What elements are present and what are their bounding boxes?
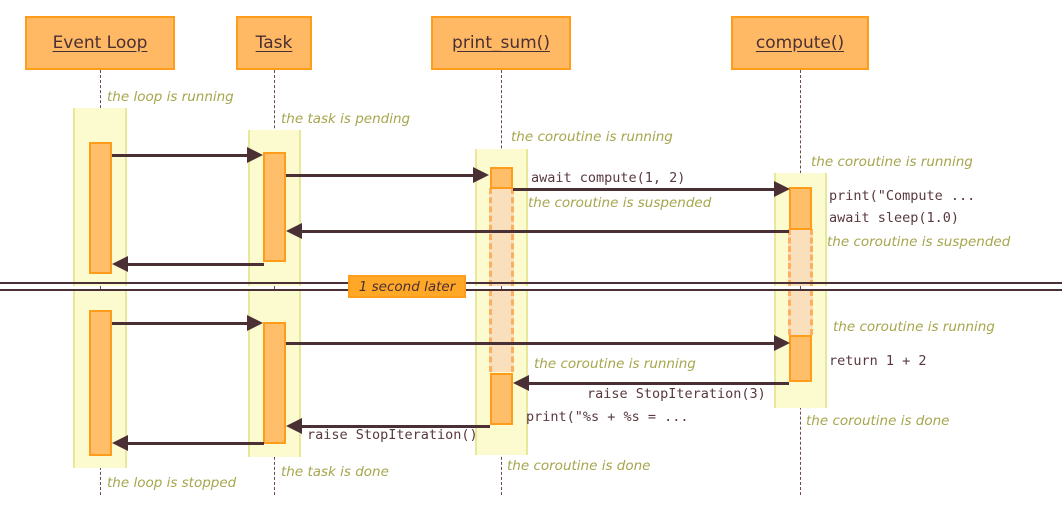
arrowhead-printsum-to-task-2 <box>286 418 302 434</box>
participant-print-sum[interactable]: print_sum() <box>431 16 571 70</box>
arrowhead-compute-to-task-1 <box>286 223 302 239</box>
note-task-done: the task is done <box>281 464 389 480</box>
arrow-line-compute-to-task-1 <box>298 230 789 233</box>
arrow-line-printsum-to-task-2 <box>298 425 490 428</box>
activation-print-sum-1 <box>490 167 513 189</box>
arrow-line-loop-to-task-2 <box>112 322 254 325</box>
divider-line-bottom <box>0 289 1062 291</box>
arrow-line-printsum-to-compute-1 <box>513 188 778 191</box>
activation-compute-1 <box>789 187 812 230</box>
code-return-sum: return 1 + 2 <box>829 353 927 369</box>
note-printsum-running-1: the coroutine is running <box>511 129 673 145</box>
suspended-bar-printsum-2 <box>489 290 514 372</box>
note-compute-running-1: the coroutine is running <box>811 154 973 170</box>
note-printsum-running-2: the coroutine is running <box>534 356 696 372</box>
arrowhead-loop-to-task-2 <box>247 315 263 331</box>
participant-event-loop[interactable]: Event Loop <box>25 16 175 70</box>
participant-task[interactable]: Task <box>236 16 312 70</box>
code-await-compute: await compute(1, 2) <box>531 170 686 186</box>
participant-label-task: Task <box>255 33 293 53</box>
suspended-bar-compute-2 <box>788 290 813 335</box>
activation-event-loop-2 <box>89 310 112 456</box>
activation-task-1 <box>263 152 286 262</box>
note-compute-suspended: the coroutine is suspended <box>827 234 1011 250</box>
divider-box: 1 second later <box>348 275 466 298</box>
code-raise-stop: raise StopIteration() <box>307 427 478 443</box>
arrow-line-task-to-compute-2 <box>286 342 778 345</box>
note-compute-running-2: the coroutine is running <box>833 319 995 335</box>
code-raise-stop-3: raise StopIteration(3) <box>587 386 766 402</box>
code-print-compute: print("Compute ... <box>829 188 976 204</box>
arrow-line-compute-to-printsum-2 <box>525 382 789 385</box>
suspended-bar-printsum-1 <box>489 188 514 286</box>
arrowhead-task-to-loop-1 <box>112 256 128 272</box>
code-print-result: print("%s + %s = ... <box>526 409 689 425</box>
code-await-sleep: await sleep(1.0) <box>829 210 960 226</box>
arrow-line-task-to-loop-2 <box>124 442 264 445</box>
activation-print-sum-2 <box>490 373 513 425</box>
divider-line-top <box>0 282 1062 284</box>
participant-label-print-sum: print_sum() <box>452 33 550 53</box>
participant-label-event-loop: Event Loop <box>52 33 148 53</box>
arrowhead-task-to-loop-2 <box>112 435 128 451</box>
note-loop-stopped: the loop is stopped <box>107 475 237 491</box>
note-loop-running: the loop is running <box>107 89 234 105</box>
activation-compute-2 <box>789 335 812 382</box>
arrowhead-task-to-compute-2 <box>774 335 790 351</box>
arrowhead-compute-to-printsum-2 <box>513 375 529 391</box>
arrowhead-task-to-printsum-1 <box>473 167 489 183</box>
suspended-bar-compute-1 <box>788 229 813 286</box>
note-task-pending: the task is pending <box>281 111 411 127</box>
participant-label-compute: compute() <box>755 33 845 53</box>
note-printsum-suspended: the coroutine is suspended <box>528 195 712 211</box>
note-printsum-done: the coroutine is done <box>507 458 651 474</box>
arrowhead-loop-to-task-1 <box>247 147 263 163</box>
arrow-line-task-to-loop-1 <box>124 263 264 266</box>
arrow-line-loop-to-task-1 <box>112 154 254 157</box>
arrowhead-printsum-to-compute-1 <box>774 181 790 197</box>
activation-event-loop-1 <box>89 142 112 274</box>
activation-task-2 <box>263 322 286 444</box>
arrow-line-task-to-printsum-1 <box>286 174 475 177</box>
participant-compute[interactable]: compute() <box>731 16 869 70</box>
divider-label: 1 second later <box>358 278 456 295</box>
note-compute-done: the coroutine is done <box>806 413 950 429</box>
